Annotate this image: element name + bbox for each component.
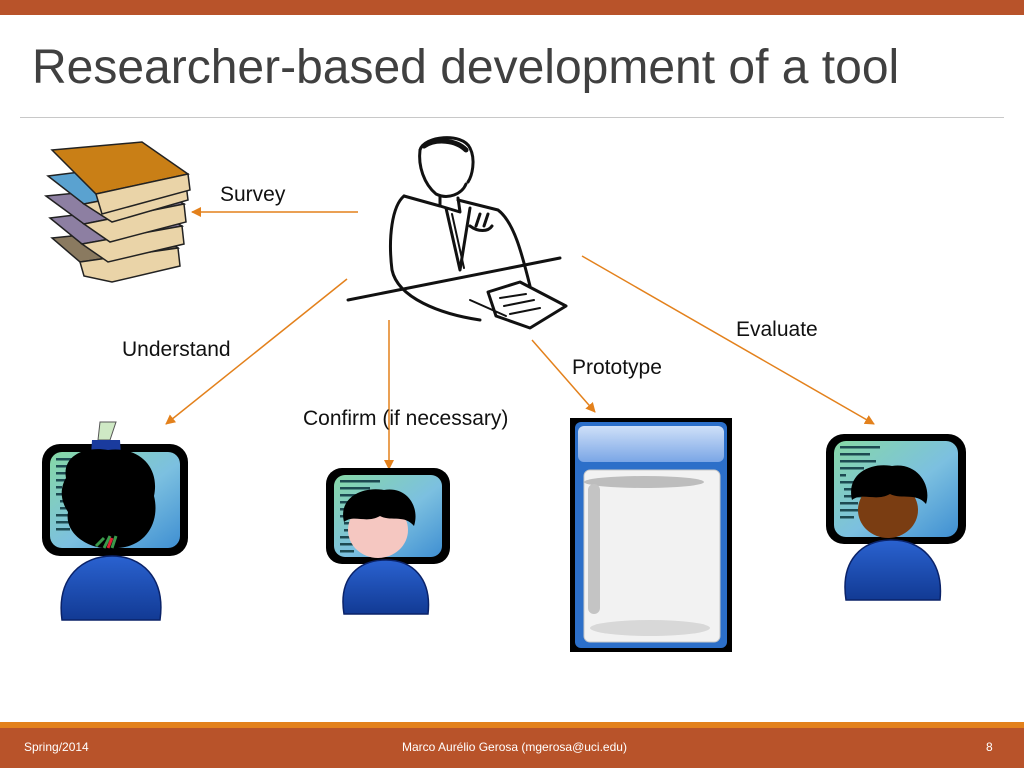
arrows	[165, 207, 875, 470]
top-accent-bar	[0, 0, 1024, 15]
books-icon	[43, 141, 191, 283]
arrow-understand	[165, 278, 348, 425]
arrow-prototype	[531, 339, 596, 413]
footer-accent-line	[0, 722, 1024, 728]
label-prototype: Prototype	[572, 356, 662, 379]
arrow-evaluate	[581, 255, 875, 425]
developer-icon-2	[326, 468, 450, 615]
footer-term: Spring/2014	[24, 740, 89, 754]
page-number: 8	[986, 740, 993, 754]
label-evaluate: Evaluate	[736, 318, 818, 341]
footer-author: Marco Aurélio Gerosa (mgerosa@uci.edu)	[402, 740, 627, 754]
label-survey: Survey	[220, 183, 286, 206]
label-understand: Understand	[122, 338, 231, 361]
title-divider	[20, 117, 1004, 118]
window-icon	[570, 418, 732, 652]
label-confirm: Confirm (if necessary)	[303, 407, 509, 430]
researcher-icon	[346, 136, 568, 330]
footer: Spring/2014 Marco Aurélio Gerosa (mgeros…	[0, 728, 1024, 768]
developer-icon-3	[826, 434, 966, 601]
slide-title: Researcher-based development of a tool	[32, 41, 900, 94]
developer-icon-1	[42, 421, 188, 621]
